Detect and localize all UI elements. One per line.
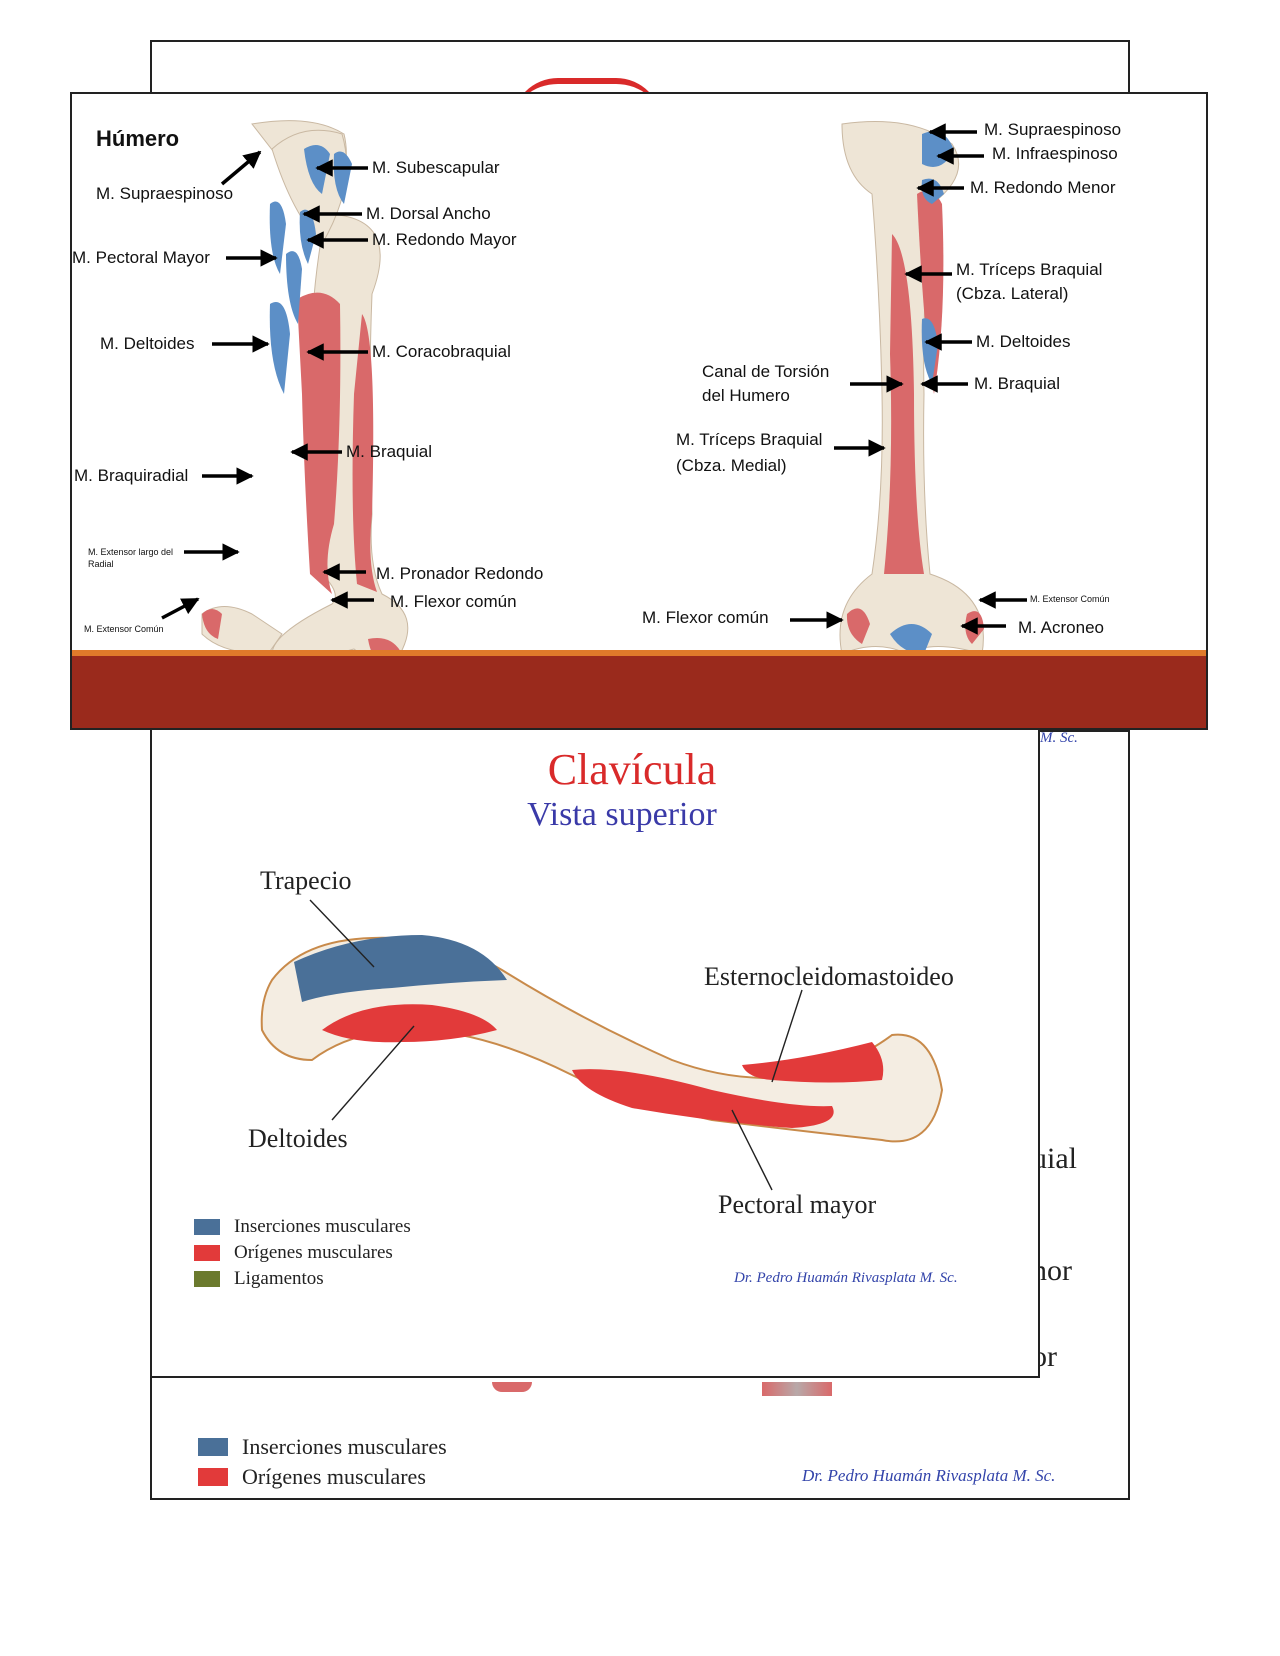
label-pectoral-mayor: Pectoral mayor [718, 1190, 877, 1219]
label-acroneo: M. Acroneo [1018, 618, 1104, 637]
ecm-area [742, 1042, 884, 1083]
label-braquial-anterior: M. Braquial [346, 442, 432, 461]
label-dorsal-ancho: M. Dorsal Ancho [366, 204, 491, 223]
trapecio-area [294, 935, 507, 1002]
slide-subtitle: Vista superior [527, 796, 717, 833]
label-flexor-comun-anterior: M. Flexor común [390, 592, 517, 611]
legend-swatch [194, 1245, 220, 1261]
legend-swatch [198, 1468, 228, 1486]
label-pronador-redondo: M. Pronador Redondo [376, 564, 544, 583]
label-triceps-lateral: M. Tríceps Braquial [956, 260, 1103, 279]
label-esternocleidomastoideo: Esternocleidomastoideo [704, 962, 954, 991]
legend-label: Orígenes musculares [234, 1242, 393, 1263]
label-redondo-menor: M. Redondo Menor [970, 178, 1116, 197]
humerus-diagram [72, 120, 1206, 728]
legend-label: Orígenes musculares [242, 1464, 426, 1489]
deltoides-area [322, 1004, 497, 1043]
label-deltoides-posterior: M. Deltoides [976, 332, 1071, 351]
footer-bar [72, 656, 1206, 728]
legend-label: Ligamentos [234, 1268, 324, 1289]
label-supraespinoso-posterior: M. Supraespinoso [984, 120, 1122, 139]
hidden-bone-fragment [492, 1382, 532, 1392]
label-deltoides-anterior: M. Deltoides [100, 334, 195, 353]
arrows-anterior [161, 150, 374, 620]
label-canal-torsion-1: Canal de Torsión [702, 362, 830, 381]
posterior-humerus [839, 121, 984, 655]
humerus-slide: Húmero [70, 92, 1208, 730]
hidden-title-fragment [512, 78, 662, 98]
slide-title: Clavícula [547, 745, 717, 794]
arrows-posterior [790, 123, 1027, 635]
legend-swatch [198, 1438, 228, 1456]
label-trapecio: Trapecio [260, 866, 352, 895]
label-flexor-comun-posterior: M. Flexor común [642, 608, 769, 627]
label-canal-torsion-2: del Humero [702, 386, 790, 405]
legend-swatch [194, 1271, 220, 1287]
label-infraespinoso: M. Infraespinoso [992, 144, 1118, 163]
pectoral-area [572, 1069, 834, 1128]
legend-swatch [194, 1219, 220, 1235]
legend-origins: Orígenes musculares [194, 1242, 393, 1264]
slide-title: Húmero [96, 126, 180, 151]
legend-insertions: Inserciones musculares [198, 1434, 447, 1460]
label-redondo-mayor: M. Redondo Mayor [372, 230, 517, 249]
label-triceps-medial: M. Tríceps Braquial [676, 430, 823, 449]
label-triceps-medial-sub: (Cbza. Medial) [676, 456, 787, 475]
legend-origins: Orígenes musculares [198, 1464, 426, 1490]
signature: Dr. Pedro Huamán Rivasplata M. Sc. [802, 1466, 1056, 1485]
label-deltoides: Deltoides [248, 1124, 348, 1153]
signature: Dr. Pedro Huamán Rivasplata M. Sc. [734, 1270, 958, 1286]
footer-accent-line [72, 650, 1206, 656]
legend-label: Inserciones musculares [234, 1216, 411, 1237]
clavicle-slide: Clavícula Vista superior Trapecio Estern… [150, 728, 1040, 1378]
label-extensor-comun-anterior: M. Extensor Común [84, 624, 164, 634]
label-coracobraquial: M. Coracobraquial [372, 342, 511, 361]
label-subescapular: M. Subescapular [372, 158, 500, 177]
label-triceps-lateral-sub: (Cbza. Lateral) [956, 284, 1069, 303]
label-extensor-largo: M. Extensor largo del Radial [88, 547, 174, 569]
label-supraespinoso-anterior: M. Supraespinoso [96, 184, 234, 203]
legend-insertions: Inserciones musculares [194, 1216, 411, 1238]
clavicle-diagram [260, 899, 944, 1191]
label-extensor-comun-posterior: M. Extensor Común [1030, 594, 1110, 604]
hidden-bone-fragment [762, 1382, 832, 1396]
label-pectoral-mayor: M. Pectoral Mayor [72, 248, 210, 267]
middle-slide-frame [1038, 730, 1130, 732]
legend-label: Inserciones musculares [242, 1434, 447, 1459]
legend-ligaments: Ligamentos [194, 1268, 324, 1290]
label-braquiradial: M. Braquiradial [74, 466, 189, 485]
top-signature-fragment: M. Sc. [1040, 730, 1078, 746]
label-braquial-posterior: M. Braquial [974, 374, 1060, 393]
